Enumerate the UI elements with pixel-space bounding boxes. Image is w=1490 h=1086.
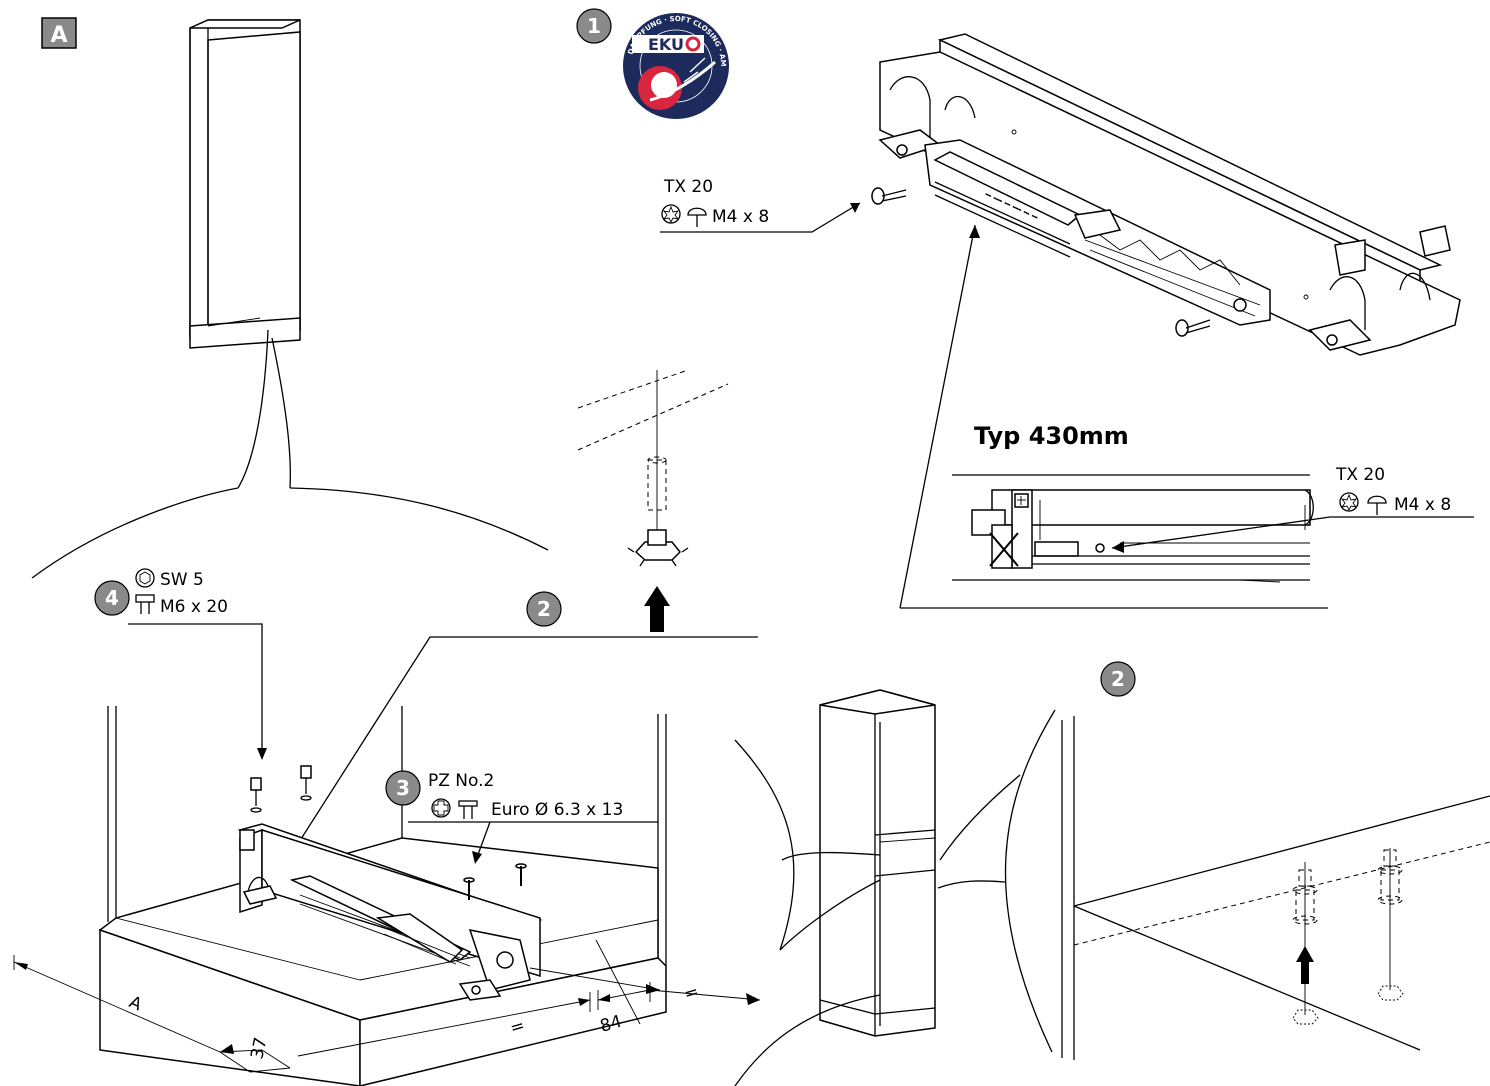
bolt-right — [300, 765, 312, 801]
eku-logo: EKU DAMPFUNG · SOFT CLOSING · AMORTISSEM… — [0, 0, 729, 119]
detail-430 — [900, 474, 1474, 609]
pan-head-screw-icon — [687, 207, 707, 227]
section-label: A — [50, 23, 67, 48]
flat-head-screw-icon — [458, 800, 478, 819]
step-1-number: 1 — [587, 14, 601, 38]
screw-top-size: M4 x 8 — [712, 207, 769, 227]
damper-screw-bottom — [1175, 319, 1211, 337]
step-3-badge: 3 — [385, 770, 421, 806]
bolt-size: M6 x 20 — [160, 597, 228, 617]
dimension-equal-1: = — [508, 1016, 527, 1039]
dimension-equal-2: = — [682, 982, 701, 1005]
callout-screw-top: TX 20 M4 x 8 — [660, 177, 861, 233]
section-label-badge: A — [41, 17, 77, 49]
nut-right-2 — [1377, 848, 1404, 1001]
screw-top-drive: TX 20 — [663, 177, 713, 197]
logo-ring-text: DAMPFUNG · SOFT CLOSING · AMORTISSEMENT — [0, 0, 727, 67]
logo-brand: EKU — [648, 35, 684, 54]
damper-unit-top: ▬▬ ▬▬▬ ▬▬ ▬▬▬ ▬▬ ▬▬ — [871, 33, 1461, 356]
phillips-icon — [431, 798, 451, 818]
hex-icon — [135, 568, 155, 588]
step-4-number: 4 — [105, 586, 119, 610]
callout-bolt: SW 5 M6 x 20 — [128, 568, 267, 760]
shelf-detail-right — [1061, 716, 1490, 1060]
nut-right-1 — [1292, 862, 1319, 1025]
screw-detail-size: M4 x 8 — [1394, 495, 1451, 515]
nut-insertion — [577, 369, 729, 632]
torx-icon — [661, 204, 681, 224]
wood-screw-left — [463, 877, 475, 900]
bolt-drive: SW 5 — [160, 570, 204, 590]
bolt-left — [250, 777, 262, 813]
hex-head-screw-icon — [135, 594, 155, 614]
step-2-number-centre: 2 — [537, 597, 551, 621]
magnifier-curves-right — [734, 709, 1056, 1086]
step-2-badge-right: 2 — [1100, 661, 1136, 697]
callout-screw-detail: TX 20 M4 x 8 — [1335, 465, 1451, 515]
dimension-37: 37 — [247, 1036, 271, 1061]
dimension-lines — [13, 939, 761, 1073]
damper-screw-top — [871, 187, 907, 205]
base-assembly — [98, 706, 667, 1086]
tall-cabinet-bottom — [819, 689, 936, 1037]
step-4-badge: 4 — [94, 580, 130, 616]
step-1-badge: 1 — [576, 8, 612, 44]
tall-cabinet-top — [189, 19, 301, 349]
detail-title: Typ 430mm — [974, 422, 1129, 450]
torx-icon — [1339, 492, 1359, 512]
wood-screw-size: Euro Ø 6.3 x 13 — [491, 800, 623, 820]
wood-screw-drive: PZ No.2 — [428, 771, 494, 791]
step-2-badge-centre: 2 — [526, 591, 562, 627]
screw-detail-drive: TX 20 — [1335, 465, 1385, 485]
step-3-number: 3 — [396, 776, 410, 800]
pan-head-screw-icon — [1367, 495, 1387, 515]
callout-wood-screw: PZ No.2 Euro Ø 6.3 x 13 — [408, 771, 658, 864]
step-2-number-right: 2 — [1111, 667, 1125, 691]
magnifier-curves-left — [31, 329, 549, 579]
wood-screw-right — [515, 863, 527, 886]
